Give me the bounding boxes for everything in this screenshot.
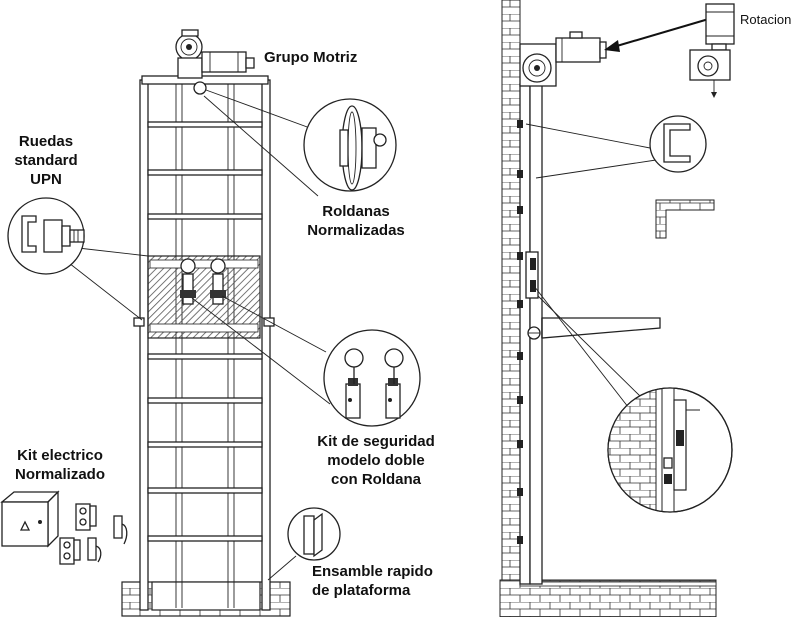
label-kit-electrico-line2: Normalizado	[14, 466, 105, 483]
label-kit-seguridad: Kit de seguridad modelo doble con Roldan…	[304, 432, 448, 489]
wheel-callout	[7, 197, 149, 321]
label-ruedas-line3: UPN	[30, 171, 62, 188]
rotation-detail-icon	[689, 3, 735, 98]
label-kit-electrico-line1: Kit electrico	[17, 447, 103, 464]
wall-detail	[655, 199, 715, 239]
motor-group-icon	[175, 29, 255, 79]
label-ruedas-line1: Ruedas	[18, 133, 74, 150]
label-roldanas-line1: Roldanas	[322, 203, 390, 220]
motor-side-icon	[519, 17, 713, 87]
label-grupo-motriz: Grupo Motriz	[264, 49, 358, 66]
label-ensamble-line1: Ensamble rapido	[312, 563, 433, 580]
platform-assembly-callout	[267, 507, 341, 581]
label-kit-electrico: Kit electrico Normalizado	[2, 446, 118, 484]
label-ensamble: Ensamble rapido de plataforma	[312, 562, 433, 600]
label-ruedas: Ruedas standard UPN	[8, 132, 84, 189]
electric-kit-icon	[0, 490, 128, 565]
label-kit-seguridad-line1: Kit de seguridad	[317, 433, 435, 450]
label-kit-seguridad-line3: con Roldana	[330, 471, 421, 488]
label-rotacion: Rotacion	[740, 12, 792, 27]
label-ensamble-line2: de plataforma	[312, 582, 411, 599]
mast-side-view	[499, 0, 717, 617]
label-kit-seguridad-line2: modelo doble	[327, 452, 425, 469]
pulley-callout	[203, 89, 397, 197]
mast-front-view	[121, 75, 291, 617]
channel-callout	[525, 115, 707, 179]
label-roldanas: Roldanas Normalizadas	[296, 202, 416, 240]
carriage	[133, 255, 275, 339]
label-ruedas-line2: standard	[14, 152, 78, 169]
label-roldanas-line2: Normalizadas	[307, 222, 405, 239]
safety-kit-callout	[191, 295, 421, 427]
